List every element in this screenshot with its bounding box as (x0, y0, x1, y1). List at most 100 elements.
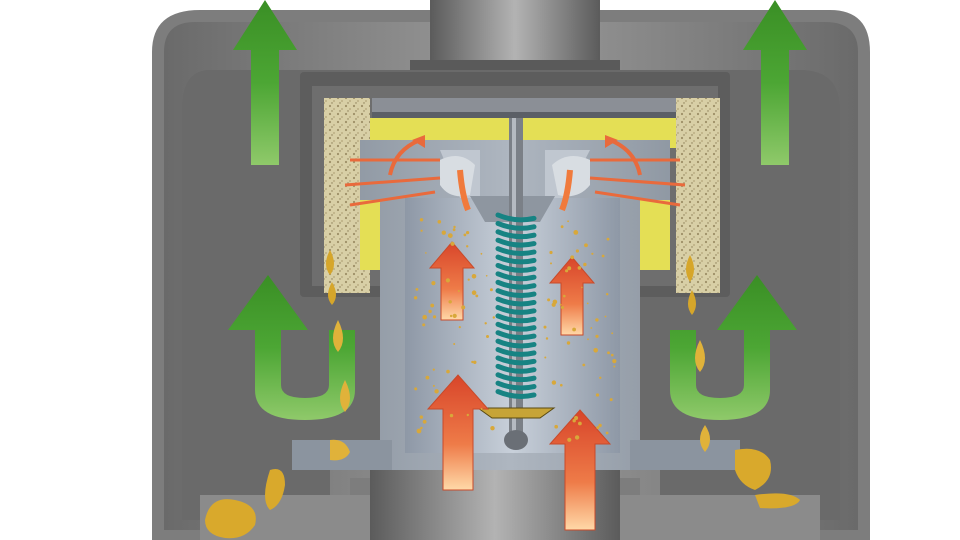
oil-mist-particle-icon (613, 365, 616, 368)
oil-mist-particle-icon (582, 363, 586, 367)
oil-droplet-icon (688, 290, 696, 315)
oil-mist-particle-icon (611, 353, 614, 357)
oil-mist-particle-icon (560, 225, 564, 229)
oil-mist-particle-icon (452, 228, 456, 232)
spring-coil (495, 288, 537, 299)
oil-mist-particle-icon (449, 413, 454, 418)
spring-coil (495, 254, 537, 265)
oil-mist-particle-icon (420, 229, 423, 232)
oil-mist-particle-icon (572, 327, 576, 332)
spring-coil (495, 305, 537, 315)
spring-coil (495, 212, 537, 223)
oil-mist-particle-icon (550, 262, 552, 265)
oil-mist-particle-icon (605, 431, 609, 435)
spring-coil (495, 220, 537, 231)
oil-mist-particle-icon (599, 376, 602, 379)
oil-mist-particle-icon (471, 274, 477, 279)
oil-mist-particle-icon (425, 252, 427, 254)
gas-flow-arrow-icon (426, 374, 490, 491)
oil-pool (755, 493, 800, 509)
oil-mist-particle-icon (480, 407, 483, 410)
oil-mist-particle-icon (607, 351, 610, 355)
oil-mist-particle-icon (430, 303, 435, 308)
oil-mist-particle-icon (549, 250, 553, 255)
oil-droplets (205, 250, 800, 539)
oil-mist-particle-icon (552, 299, 558, 305)
oil-mist-particle-icon (572, 419, 576, 423)
oil-mist-particle-icon (432, 315, 437, 319)
oil-droplet-icon (328, 282, 336, 305)
oil-droplet-icon (265, 469, 285, 510)
oil-mist-particle-icon (471, 290, 477, 296)
oil-mist-particle-icon (445, 278, 450, 283)
spring-coil (495, 380, 537, 391)
spring-coil (495, 313, 537, 324)
spring-coil (495, 237, 537, 248)
spring-coil (495, 330, 537, 341)
oil-mist-particle-icon (587, 338, 589, 341)
oil-mist-particle-icon (584, 243, 588, 248)
oil-mist-particle-icon (574, 416, 579, 420)
oil-mist-particle-icon (458, 326, 461, 329)
coil-spring-icon (495, 212, 537, 399)
oil-mist-particle-icon (612, 359, 617, 364)
oil-mist-particle-icon (547, 298, 551, 302)
clean-air-arrows (228, 0, 807, 420)
oil-mist-particle-icon (611, 332, 614, 335)
oil-mist-particle-icon (563, 294, 566, 298)
oil-mist-particle-icon (449, 314, 453, 318)
oil-mist-particle-icon (492, 316, 495, 319)
spring-coil (495, 279, 537, 290)
oil-mist-particle-icon (577, 266, 582, 270)
oil-mist-particle-icon (473, 360, 477, 364)
oil-mist-particle-icon (567, 437, 572, 442)
oil-mist-particle-icon (467, 278, 470, 281)
oil-mist-particle-icon (461, 305, 466, 310)
oil-mist-particle-icon (606, 237, 610, 241)
oil-mist-particle-icon (452, 313, 457, 318)
oil-mist-particle-icon (446, 369, 450, 374)
oil-mist-particle-icon (457, 290, 460, 292)
oil-mist-particle-icon (543, 325, 547, 329)
gas-flow-arrow-icon (344, 135, 686, 212)
oil-mist-particle-icon (574, 435, 580, 440)
gas-flow-arrows (344, 135, 686, 531)
u-turn-arrow-icon (228, 275, 355, 420)
oil-droplet-icon (333, 320, 343, 352)
oil-mist-particle-icon (480, 252, 483, 255)
oil-mist-particle-icon (609, 398, 613, 402)
oil-mist-particle-icon (432, 384, 435, 387)
oil-mist-particles (413, 218, 617, 442)
oil-mist-particle-icon (471, 360, 474, 364)
u-turn-arrow-icon (670, 275, 797, 420)
gas-flow-arrow-icon (548, 256, 596, 336)
oil-mist-particle-icon (422, 323, 426, 327)
spring-coil (495, 372, 537, 383)
oil-mist-particle-icon (419, 218, 424, 222)
oil-droplet-icon (686, 255, 694, 282)
oil-mist-particle-icon (595, 393, 600, 397)
oil-mist-particle-icon (428, 309, 432, 314)
oil-mist-particle-icon (490, 426, 495, 431)
oil-mist-particle-icon (596, 426, 600, 430)
oil-droplet-icon (695, 340, 705, 372)
spring-coil (495, 296, 537, 307)
filter-media-right (676, 98, 720, 293)
oil-mist-particle-icon (466, 245, 469, 248)
oil-mist-particle-icon (583, 262, 587, 267)
oil-mist-particle-icon (554, 424, 558, 429)
oil-mist-particle-icon (570, 255, 575, 260)
oil-mist-particle-icon (448, 300, 452, 304)
spring-coil (495, 229, 537, 240)
oil-mist-particle-icon (475, 294, 479, 298)
oil-mist-particle-icon (425, 375, 430, 380)
oil-mist-particle-icon (422, 314, 428, 320)
oil-mist-particle-icon (447, 233, 453, 239)
spring-coil (495, 321, 537, 332)
oil-mist-particle-icon (560, 383, 563, 387)
oil-mist-particle-icon (560, 305, 565, 310)
oil-mist-particle-icon (466, 413, 469, 417)
gas-flow-arrow-icon (548, 409, 612, 531)
oil-mist-particle-icon (559, 303, 562, 306)
oil-mist-particle-icon (463, 233, 467, 237)
